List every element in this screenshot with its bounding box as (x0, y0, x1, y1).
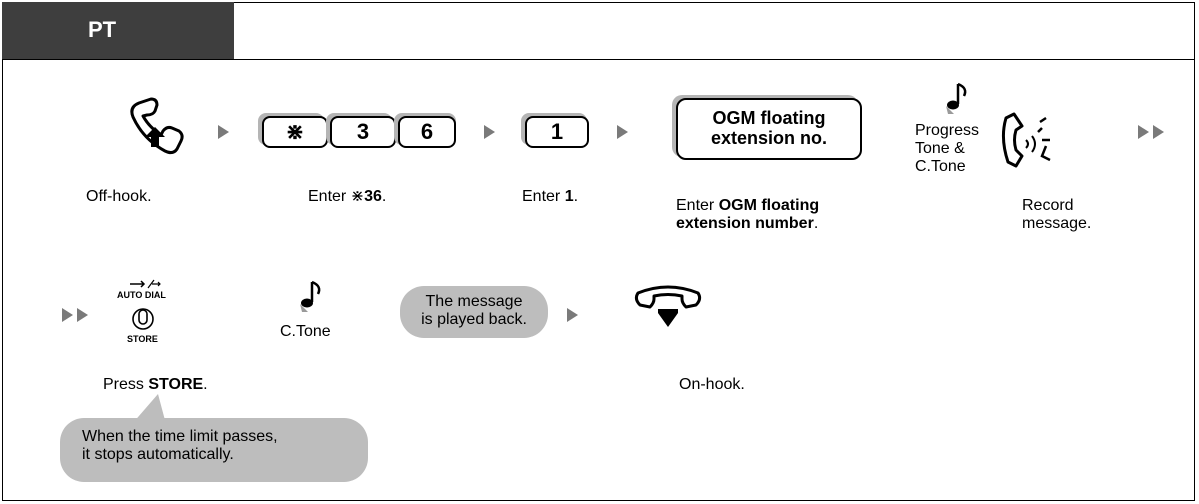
music-note-icon (300, 280, 321, 312)
enter-1-prefix: Enter (522, 188, 565, 205)
step-arrow (617, 125, 628, 139)
step-arrow (218, 125, 229, 139)
pt-label: PT (88, 17, 117, 42)
tone-caption: Progress Tone & C.Tone (915, 122, 979, 176)
enter-1-suffix: . (573, 188, 579, 205)
key-3: 3 (330, 116, 396, 148)
enter-36-prefix: Enter (308, 188, 351, 205)
double-arrow-part (1138, 125, 1149, 139)
header-bar (2, 2, 1195, 60)
note-line1: When the time limit passes, (82, 428, 278, 445)
ogm-caption: Enter OGM floating extension number. (676, 197, 819, 233)
ogm-box-text: OGM floating extension no. (678, 108, 860, 148)
record-line1: Record (1022, 197, 1074, 214)
enter-36-suffix: . (381, 188, 387, 205)
key-star: ⋇ (262, 116, 328, 148)
double-arrow-part (1153, 125, 1164, 139)
button-top-label: AUTO DIAL (117, 290, 166, 300)
bubble-line2: is played back. (421, 311, 527, 328)
playback-bubble: The message is played back. (400, 286, 548, 338)
ogm-extension-box: OGM floating extension no. (676, 98, 862, 160)
double-arrow-part (62, 308, 73, 322)
press-store-caption: Press STORE. (103, 376, 208, 394)
record-caption: Record message. (1022, 197, 1091, 233)
press-suffix: . (203, 376, 208, 393)
enter-1-caption: Enter 1. (522, 188, 578, 206)
speaking-handset-icon (1001, 112, 1051, 168)
step-arrow (567, 308, 578, 322)
tone-line3: C.Tone (915, 158, 966, 175)
note-bubble: When the time limit passes, it stops aut… (60, 418, 368, 482)
ogm-caption-suffix: . (813, 215, 819, 232)
bubble-line1: The message (425, 293, 523, 310)
press-bold: STORE (148, 376, 204, 393)
note-bubble-tail (132, 394, 166, 424)
ogm-box-line1: OGM floating (712, 108, 826, 128)
music-note-icon (946, 82, 967, 114)
ogm-caption-prefix: Enter (676, 197, 719, 214)
key-6: 6 (398, 116, 456, 148)
pt-tab: PT (2, 2, 234, 59)
enter-36-value: 36 (364, 188, 382, 205)
onhook-handset-icon (634, 285, 702, 327)
tone-line2: Tone & (915, 140, 965, 157)
enter-36-star: ⋇ (350, 188, 365, 205)
auto-dial-store-button-icon (130, 279, 161, 330)
tone-line1: Progress (915, 122, 980, 139)
enter-36-caption: Enter ⋇36. (308, 188, 386, 206)
offhook-handset-icon (130, 97, 184, 155)
ctone-caption: C.Tone (280, 323, 331, 340)
ogm-caption-bold2: extension number (676, 215, 814, 232)
enter-1-value: 1 (564, 188, 574, 205)
button-bottom-label: STORE (127, 334, 158, 344)
offhook-caption: Off-hook. (86, 188, 152, 205)
key-1: 1 (525, 116, 589, 148)
press-prefix: Press (103, 376, 149, 393)
onhook-caption: On-hook. (679, 376, 745, 393)
ogm-box-line2: extension no. (710, 128, 827, 148)
note-line2: it stops automatically. (82, 446, 234, 463)
step-arrow (484, 125, 495, 139)
double-arrow-part (77, 308, 88, 322)
ogm-caption-bold1: OGM floating (718, 197, 820, 214)
record-line2: message. (1022, 215, 1092, 232)
